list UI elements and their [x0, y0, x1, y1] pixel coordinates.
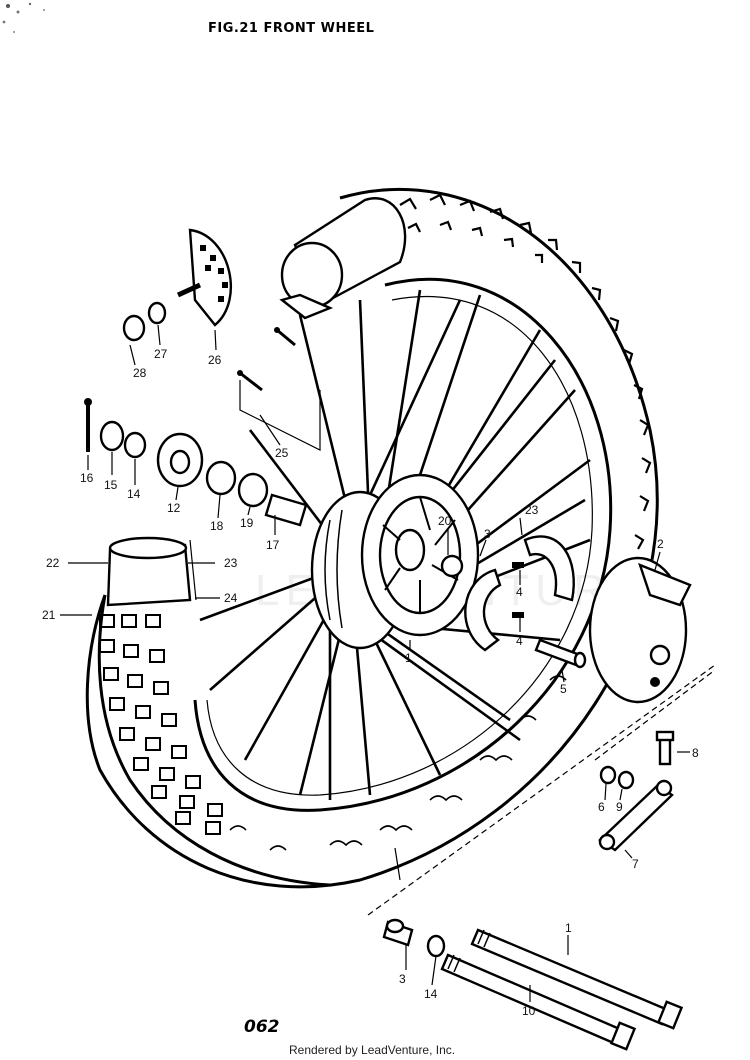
callout-21: 21 [42, 608, 56, 622]
brake-cam-part [534, 638, 587, 669]
left-hub-parts [84, 398, 308, 527]
tire-section-left [97, 536, 331, 887]
spacer-part [382, 918, 446, 958]
callout-1: 1 [405, 651, 412, 665]
callout-3c: 3 [399, 972, 406, 986]
callout-7: 7 [632, 857, 639, 871]
spoke-nipples-part [237, 327, 296, 392]
callout-24: 24 [224, 591, 238, 605]
brake-panel-part [588, 556, 692, 704]
callout-1b: 1 [565, 921, 572, 935]
callout-14b: 14 [424, 987, 438, 1001]
callout-23b: 23 [525, 503, 539, 517]
axle-part [440, 928, 684, 1051]
callout-labels: 28 27 26 25 16 15 14 12 18 19 17 22 23 2… [42, 347, 699, 1018]
speedometer-gearbox-part [122, 228, 232, 342]
callout-9: 9 [616, 800, 623, 814]
leader-lines [60, 324, 716, 1002]
callout-20: 20 [438, 514, 452, 528]
callout-27: 27 [154, 347, 168, 361]
scan-noise [2, 2, 45, 33]
callout-6: 6 [598, 800, 605, 814]
callout-17: 17 [266, 538, 280, 552]
callout-8: 8 [692, 746, 699, 760]
inner-tube-part [279, 197, 407, 320]
callout-28: 28 [133, 366, 147, 380]
brake-shoes-part [440, 535, 575, 652]
callout-26: 26 [208, 353, 222, 367]
callout-19: 19 [240, 516, 254, 530]
callout-3a: 3 [484, 527, 491, 541]
callout-18: 18 [210, 519, 224, 533]
diagram-title: FIG.21 FRONT WHEEL [208, 21, 374, 36]
callout-10: 10 [522, 1004, 536, 1018]
callout-16: 16 [80, 471, 94, 485]
callout-2: 2 [657, 537, 664, 551]
callout-23a: 23 [224, 556, 238, 570]
callout-4b: 4 [516, 634, 523, 648]
callout-25: 25 [275, 446, 289, 460]
hub-assembly [310, 473, 480, 650]
callout-5: 5 [560, 682, 567, 696]
tire-tread-pattern [399, 193, 652, 550]
callout-22: 22 [46, 556, 60, 570]
callout-4a: 4 [516, 585, 523, 599]
brake-arm-part [598, 730, 675, 852]
callout-14a: 14 [127, 487, 141, 501]
tire-sidewall-texture [229, 675, 567, 851]
callout-15: 15 [104, 478, 118, 492]
page-number: 062 [244, 1017, 280, 1037]
tire-section-tread [99, 614, 223, 835]
callout-12: 12 [167, 501, 181, 515]
footer-credit: Rendered by LeadVenture, Inc. [289, 1043, 455, 1057]
